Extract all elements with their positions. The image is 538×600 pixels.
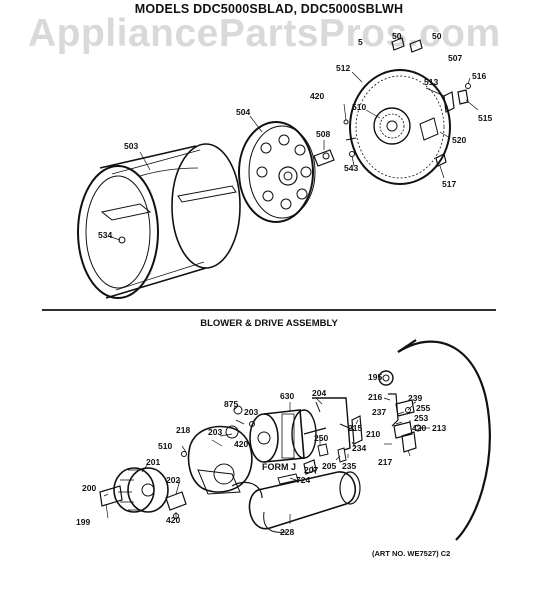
blower-wheel-201 <box>113 467 169 513</box>
blower-housing-218 <box>187 425 253 495</box>
part-label: 195 <box>368 372 383 382</box>
duct-228 <box>231 471 361 533</box>
part-label: 203 <box>244 407 259 417</box>
part-label: 534 <box>98 230 113 240</box>
form-label: FORM J <box>262 462 297 472</box>
rear-panel-512 <box>349 69 451 185</box>
part-label: 235 <box>342 461 357 471</box>
part-label: 513 <box>424 77 439 87</box>
part-label: 239 <box>408 393 423 403</box>
part-label: 510 <box>352 102 367 112</box>
part-label: 50 <box>432 31 442 41</box>
part-label: 420 <box>234 439 249 449</box>
part-label: 213 <box>432 423 447 433</box>
part-label: 204 <box>312 388 327 398</box>
part-label: 50 <box>392 31 402 41</box>
part-label: 516 <box>472 71 487 81</box>
part-label: 218 <box>176 425 191 435</box>
part-label: 253 <box>414 413 429 423</box>
part-label: 543 <box>344 163 359 173</box>
part-label: 216 <box>368 392 383 402</box>
drum-back-504 <box>238 121 316 223</box>
part-label: 255 <box>416 403 431 413</box>
leader-lines-top <box>107 71 479 241</box>
part-label: 875 <box>224 399 239 409</box>
part-label: 508 <box>316 129 331 139</box>
part-label: 630 <box>280 391 295 401</box>
part-label: 512 <box>336 63 351 73</box>
motor-630 <box>249 409 327 463</box>
part-label: 217 <box>378 457 393 467</box>
leader-lines-bottom <box>103 377 430 524</box>
section-title: BLOWER & DRIVE ASSEMBLY <box>200 318 338 329</box>
part-label: 199 <box>76 517 91 527</box>
part-label: 210 <box>366 429 381 439</box>
part-label: 250 <box>314 433 329 443</box>
part-label: 504 <box>236 107 251 117</box>
part-label: 515 <box>478 113 493 123</box>
part-label: 200 <box>82 483 97 493</box>
part-label: 205 <box>322 461 337 471</box>
part-label: 228 <box>280 527 295 537</box>
small-hardware <box>99 405 347 519</box>
part-label: 420 <box>310 91 325 101</box>
part-label: 520 <box>452 135 467 145</box>
part-label: 724 <box>296 475 311 485</box>
part-label: 510 <box>158 441 173 451</box>
part-label: 234 <box>352 443 367 453</box>
part-label: 420 <box>412 423 427 433</box>
drum-503 <box>77 143 241 299</box>
part-label: 420 <box>166 515 181 525</box>
part-label: 237 <box>372 407 387 417</box>
part-label: 503 <box>124 141 139 151</box>
bearing-508 <box>313 137 357 167</box>
part-label: 207 <box>304 465 319 475</box>
part-label: 507 <box>448 53 463 63</box>
art-number: (ART NO. WE7527) C2 <box>372 549 451 558</box>
part-label: 202 <box>166 475 181 485</box>
part-label: 201 <box>146 457 161 467</box>
part-label: 203 <box>208 427 223 437</box>
belt-213 <box>397 339 491 541</box>
part-label: 517 <box>442 179 457 189</box>
part-label: 5 <box>358 37 363 47</box>
page-title: MODELS DDC5000SBLAD, DDC5000SBLWH <box>134 2 404 16</box>
idler-assembly <box>312 370 422 453</box>
part-label: 215 <box>348 423 363 433</box>
